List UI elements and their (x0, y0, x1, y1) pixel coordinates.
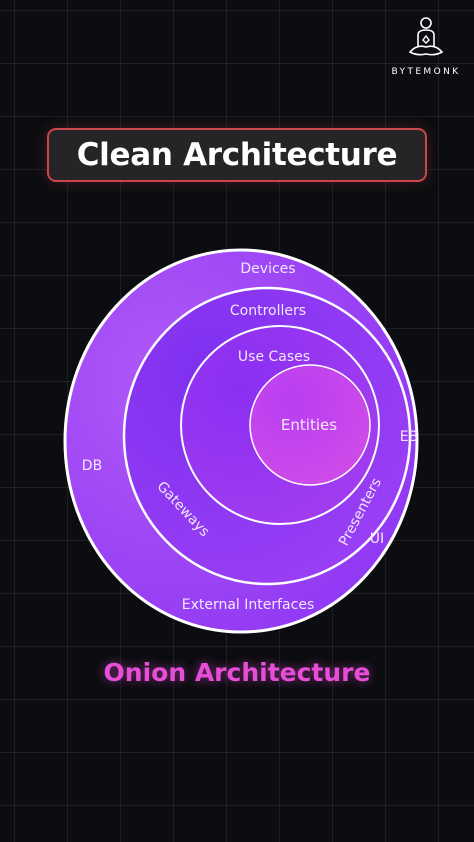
title-banner: Clean Architecture (47, 128, 427, 182)
brand-name: BYTEMONK (391, 67, 461, 77)
label-entities: Entities (281, 416, 337, 434)
label-web-partial: EB (400, 429, 418, 445)
page-title: Clean Architecture (76, 137, 398, 173)
label-db: DB (82, 458, 102, 474)
label-use-cases: Use Cases (238, 349, 310, 365)
subtitle: Onion Architecture (103, 658, 371, 687)
label-external-interfaces: External Interfaces (182, 597, 315, 613)
meditating-monk-icon (408, 17, 444, 56)
label-controllers: Controllers (230, 303, 306, 319)
entities-layer-circle (249, 364, 371, 486)
brand-logo: BYTEMONK (384, 16, 468, 77)
label-ui: UI (370, 531, 384, 547)
label-devices: Devices (240, 261, 295, 277)
